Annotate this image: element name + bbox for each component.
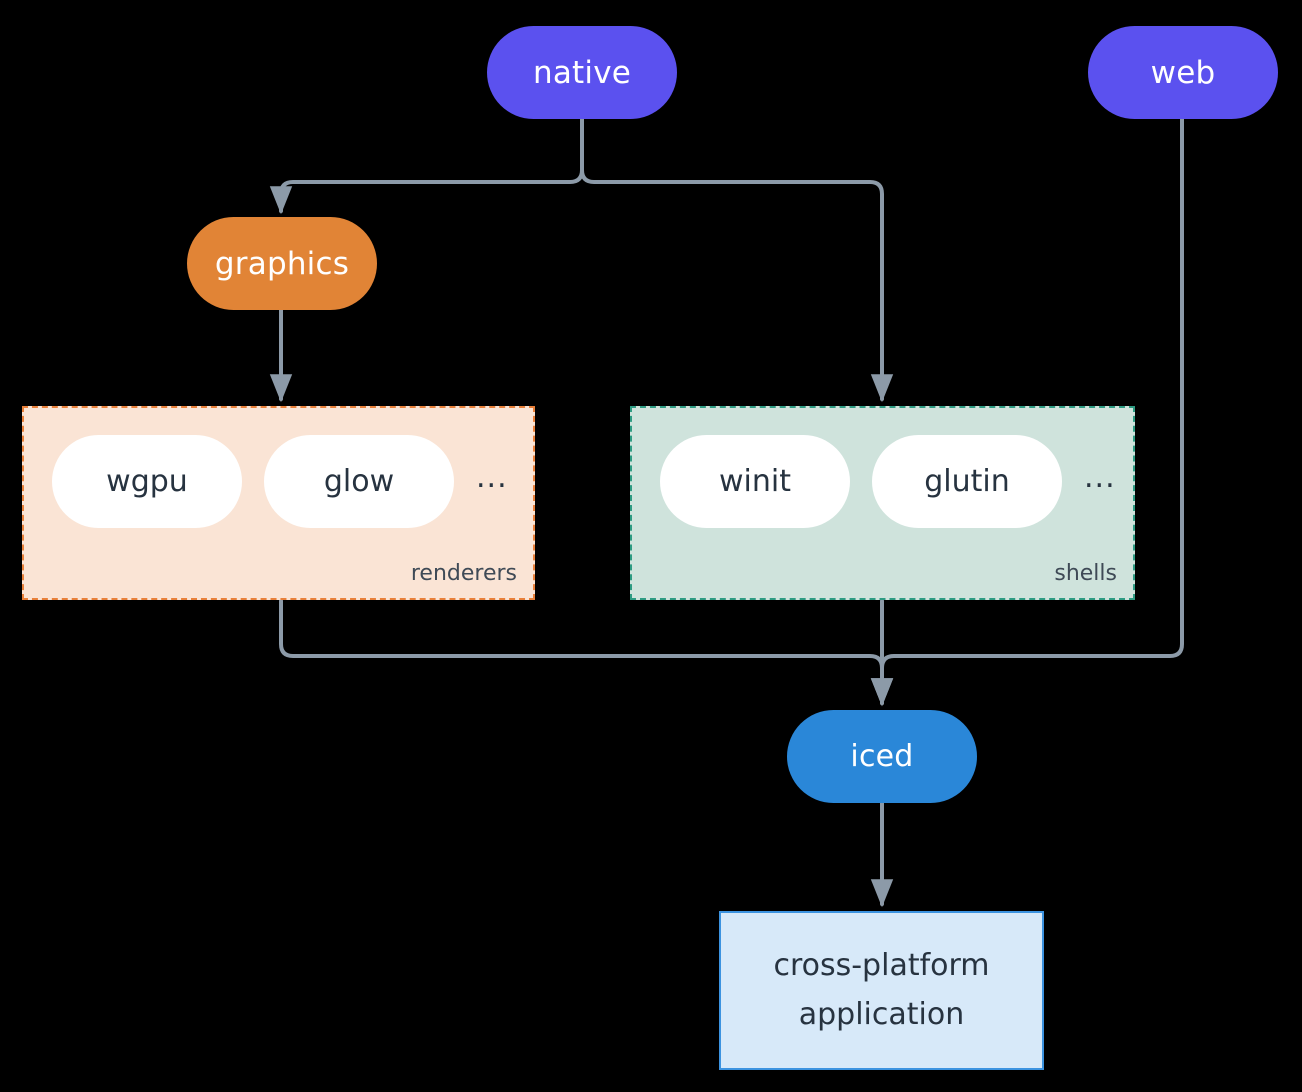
node-web[interactable]: web: [1088, 26, 1278, 119]
node-native-label: native: [532, 54, 632, 91]
renderers-chip-row: wgpu glow ...: [24, 435, 533, 528]
chip-wgpu-label: wgpu: [106, 464, 188, 499]
node-web-label: web: [1150, 54, 1216, 91]
renderers-ellipsis: ...: [476, 459, 508, 495]
chip-wgpu[interactable]: wgpu: [52, 435, 242, 528]
node-iced-label: iced: [850, 739, 914, 774]
node-native[interactable]: native: [487, 26, 677, 119]
group-renderers-label: renderers: [410, 561, 517, 586]
chip-glutin[interactable]: glutin: [872, 435, 1062, 528]
chip-glow[interactable]: glow: [264, 435, 454, 528]
chip-winit-label: winit: [719, 464, 791, 499]
node-graphics[interactable]: graphics: [187, 217, 377, 310]
group-renderers: wgpu glow ... renderers: [22, 406, 535, 600]
group-shells-label: shells: [1054, 561, 1117, 586]
edge-native-to-graphics: [269, 117, 584, 215]
edge-renderers-to-iced: [279, 599, 894, 707]
edge-native-to-shells: [580, 117, 894, 403]
application-line-1: cross-platform: [773, 947, 990, 983]
node-iced[interactable]: iced: [787, 710, 977, 803]
chip-winit[interactable]: winit: [660, 435, 850, 528]
shells-chip-row: winit glutin ...: [632, 435, 1133, 528]
node-graphics-label: graphics: [214, 245, 350, 282]
application-line-2: application: [798, 996, 965, 1032]
shells-ellipsis: ...: [1084, 459, 1116, 495]
node-cross-platform-application[interactable]: cross-platform application: [719, 911, 1044, 1070]
chip-glow-label: glow: [323, 464, 395, 499]
group-shells: winit glutin ... shells: [630, 406, 1135, 600]
chip-glutin-label: glutin: [924, 464, 1010, 499]
